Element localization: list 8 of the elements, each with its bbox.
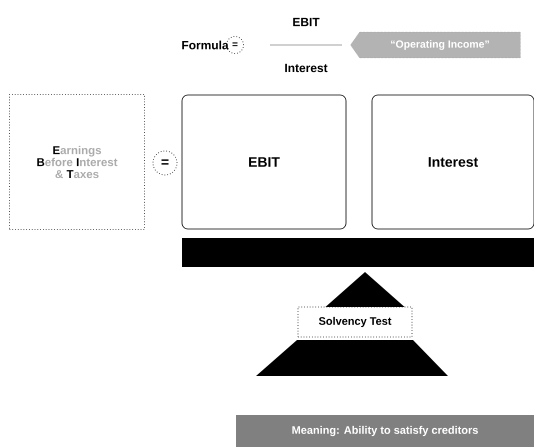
- meaning-bar: Meaning: Ability to satisfy creditors: [236, 415, 534, 447]
- heading: Formula: [182, 40, 229, 50]
- label-box: Solvency Test: [298, 306, 412, 338]
- fraction-term: EBIT: [293, 18, 320, 26]
- acronym-box: Earnings Before Interest & Taxes: [9, 94, 145, 230]
- term-box: EBIT: [182, 94, 346, 230]
- term-box: Interest: [372, 94, 534, 230]
- fraction-term: Interest: [285, 64, 328, 72]
